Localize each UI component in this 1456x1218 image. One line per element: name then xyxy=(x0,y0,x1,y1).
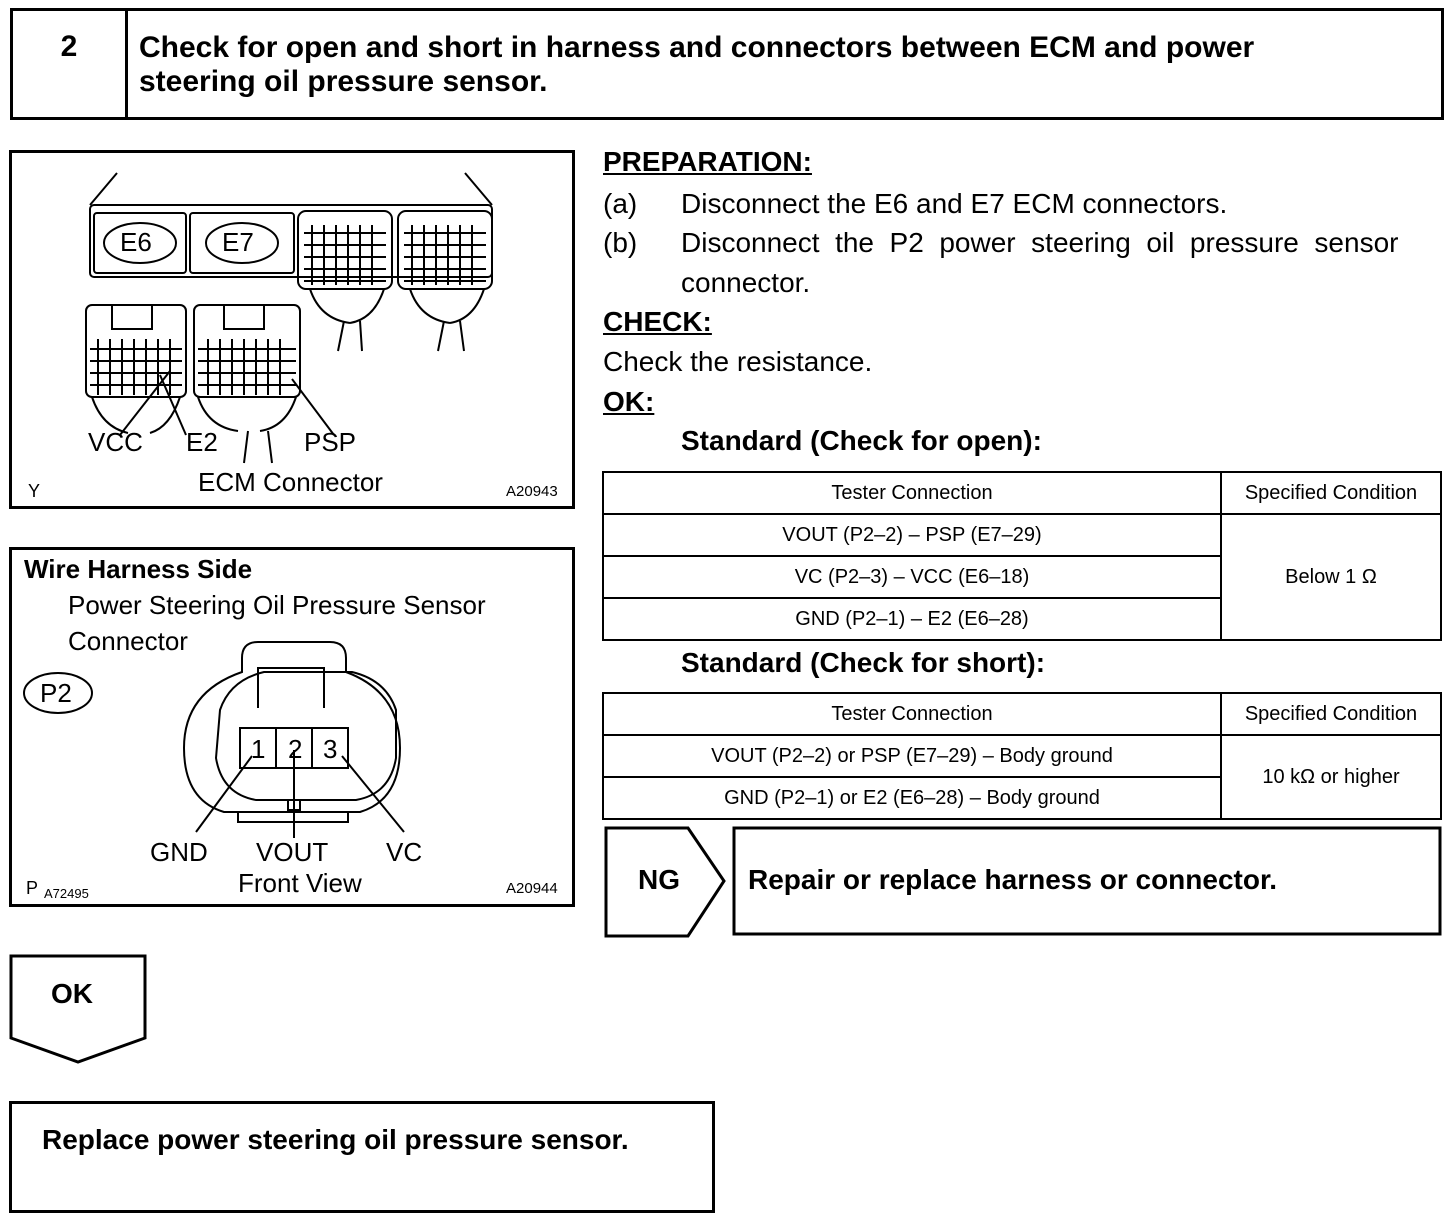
step-title-line-2: steering oil pressure sensor. xyxy=(139,65,548,98)
pin-2-label: 2 xyxy=(288,734,303,764)
ng-arrow-shape xyxy=(604,826,1442,938)
figure-corner-mark: P xyxy=(26,878,39,898)
figure-sub-code: A72495 xyxy=(44,886,89,901)
terminal-psp-label: PSP xyxy=(304,427,357,457)
step-title-line-1: Check for open and short in harness and … xyxy=(139,31,1255,64)
step-a-label: (a) xyxy=(603,188,638,219)
pin-gnd-label: GND xyxy=(150,837,208,867)
pin-1-label: 1 xyxy=(251,734,266,764)
figure-code: A20944 xyxy=(506,880,558,897)
ng-label: NG xyxy=(638,864,680,895)
sensor-title-line-2: Connector xyxy=(68,626,188,656)
check-text: Check the resistance. xyxy=(603,346,873,377)
step-b-text-line-2: connector. xyxy=(681,267,811,298)
table-row: GND (P2–1) or E2 (E6–28) – Body ground xyxy=(602,776,1222,820)
sensor-connector-figure: Wire Harness Side Power Steering Oil Pre… xyxy=(9,547,575,907)
standard-short-heading: Standard (Check for short): xyxy=(681,647,1046,678)
table-row: GND (P2–1) – E2 (E6–28) xyxy=(602,597,1222,641)
step-header: 2 Check for open and short in harness an… xyxy=(10,8,1444,120)
step-a-text: Disconnect the E6 and E7 ECM connectors. xyxy=(681,188,1228,219)
condition-cell: Below 1 Ω xyxy=(1220,513,1442,641)
table-row: VOUT (P2–2) or PSP (E7–29) – Body ground xyxy=(602,734,1222,778)
short-check-table: Tester Connection Specified Condition VO… xyxy=(602,692,1442,820)
sensor-title-line-1: Power Steering Oil Pressure Sensor xyxy=(68,590,486,620)
check-heading: CHECK: xyxy=(603,306,712,337)
sensor-connector-illustration xyxy=(23,641,405,838)
figure-code: A20943 xyxy=(506,483,558,500)
table-row: VOUT (P2–2) – PSP (E7–29) xyxy=(602,513,1222,557)
step-title: Check for open and short in harness and … xyxy=(139,31,1429,99)
pin-vout-label: VOUT xyxy=(256,837,329,867)
step-b-text-line-1: Disconnect the P2 power steering oil pre… xyxy=(681,227,1399,258)
front-view-caption: Front View xyxy=(238,868,362,898)
ecm-connector-figure: E6 E7 VCC E2 PSP ECM Connector Y A20943 xyxy=(9,150,575,509)
column-header-condition: Specified Condition xyxy=(1220,692,1442,736)
connector-p2-label: P2 xyxy=(40,678,72,708)
ok-action-text: Replace power steering oil pressure sens… xyxy=(42,1124,629,1155)
column-header-tester: Tester Connection xyxy=(602,471,1222,515)
ok-arrow-shape xyxy=(9,954,147,1064)
open-check-table: Tester Connection Specified Condition VO… xyxy=(602,471,1442,641)
ok-heading: OK: xyxy=(603,386,655,417)
ok-label: OK xyxy=(51,978,93,1009)
column-header-tester: Tester Connection xyxy=(602,692,1222,736)
connector-e6-label: E6 xyxy=(120,227,152,257)
connector-e7-label: E7 xyxy=(222,227,254,257)
standard-open-heading: Standard (Check for open): xyxy=(681,425,1042,456)
preparation-heading: PREPARATION: xyxy=(603,146,812,177)
column-header-condition: Specified Condition xyxy=(1220,471,1442,515)
ok-flow-arrow: OK xyxy=(9,954,149,1066)
table-row: VC (P2–3) – VCC (E6–18) xyxy=(602,555,1222,599)
step-b-label: (b) xyxy=(603,227,638,258)
ecm-connector-illustration xyxy=(85,172,493,464)
figure-caption: ECM Connector xyxy=(198,467,383,497)
pin-vc-label: VC xyxy=(386,837,423,867)
ok-action-box: Replace power steering oil pressure sens… xyxy=(9,1101,715,1213)
terminal-e2-label: E2 xyxy=(186,427,218,457)
ng-action-text: Repair or replace harness or connector. xyxy=(748,864,1278,895)
figure-corner-mark: Y xyxy=(28,481,41,501)
condition-cell: 10 kΩ or higher xyxy=(1220,734,1442,820)
pin-3-label: 3 xyxy=(323,734,338,764)
ng-flow: NG Repair or replace harness or connecto… xyxy=(604,826,1444,938)
wire-harness-side-heading: Wire Harness Side xyxy=(24,554,253,584)
terminal-vcc-label: VCC xyxy=(88,427,143,457)
step-number: 2 xyxy=(13,11,128,117)
